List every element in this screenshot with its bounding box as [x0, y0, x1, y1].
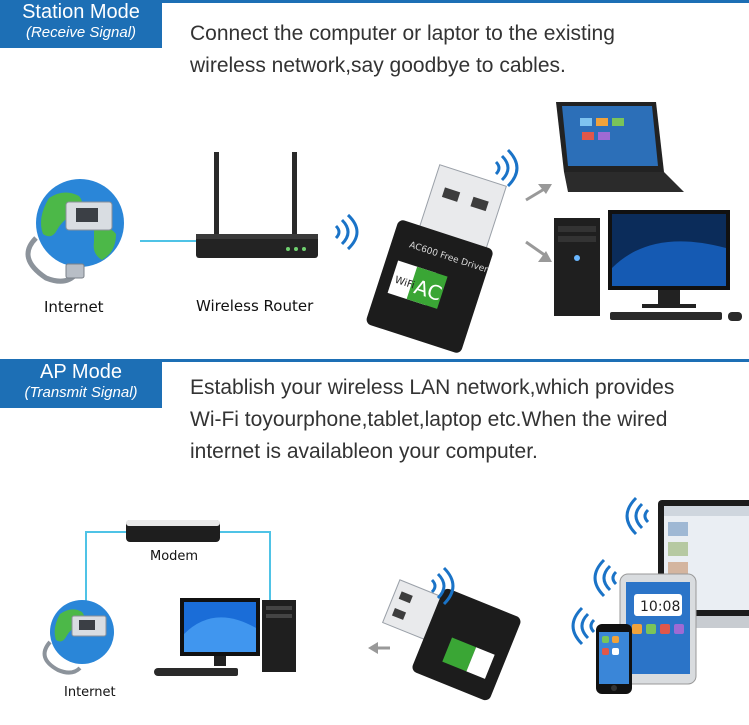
usb-wifi-adapter-icon — [381, 579, 521, 701]
ap-mode-title: AP Mode — [40, 361, 122, 383]
laptop-icon — [556, 102, 684, 192]
station-mode-subtitle: (Receive Signal) — [25, 24, 137, 41]
station-mode-badge: Station Mode (Receive Signal) — [0, 0, 162, 48]
desktop-tower-icon — [554, 218, 600, 316]
arrow-down-right-icon — [525, 240, 552, 262]
tablet-icon: 10:08 — [619, 573, 697, 685]
wifi-signal-icon — [593, 558, 618, 598]
station-mode-title: Station Mode — [22, 1, 140, 23]
cable-line — [140, 240, 198, 242]
wifi-signal-icon — [430, 566, 455, 606]
wifi-signal-icon — [571, 606, 596, 646]
arrow-left-icon — [368, 642, 390, 654]
ap-desc-line1: Establish your wireless LAN network,whic… — [190, 376, 675, 399]
ap-desc-line2: Wi-Fi toyourphone,tablet,laptop etc.When… — [190, 408, 668, 431]
internet-globe-icon — [25, 179, 124, 284]
ap-desc-line3: internet is availableon your computer. — [190, 440, 538, 463]
wifi-signal-icon — [494, 148, 519, 188]
station-internet-label: Internet — [44, 298, 104, 316]
wireless-router-icon — [196, 152, 318, 258]
ap-mode-subtitle: (Transmit Signal) — [24, 384, 138, 401]
station-desc-line2: wireless network,say goodbye to cables. — [190, 54, 566, 77]
wifi-signal-icon — [625, 496, 650, 536]
ap-mode-badge: AP Mode (Transmit Signal) — [0, 360, 162, 408]
router-label: Wireless Router — [196, 297, 314, 315]
section-divider — [0, 359, 749, 362]
usb-wifi-adapter-icon: AC600 Free Driver WiFi AC — [366, 164, 507, 353]
laptop-icon — [656, 500, 749, 628]
desktop-computer-icon — [154, 598, 296, 676]
smartphone-icon — [596, 624, 632, 694]
station-description: Connect the computer or laptor to the ex… — [190, 18, 615, 82]
ap-description: Establish your wireless LAN network,whic… — [190, 372, 674, 468]
modem-label: Modem — [150, 549, 199, 564]
ap-internet-label: Internet — [64, 685, 116, 700]
monitor-icon — [608, 210, 742, 321]
tablet-clock: 10:08 — [640, 599, 680, 615]
section-top-border — [0, 0, 749, 3]
wifi-signal-icon — [334, 213, 359, 251]
cable-lines — [85, 531, 271, 608]
modem-icon — [126, 520, 220, 542]
arrow-up-right-icon — [525, 184, 552, 202]
internet-globe-icon — [42, 600, 114, 675]
station-desc-line1: Connect the computer or laptor to the ex… — [190, 22, 615, 45]
